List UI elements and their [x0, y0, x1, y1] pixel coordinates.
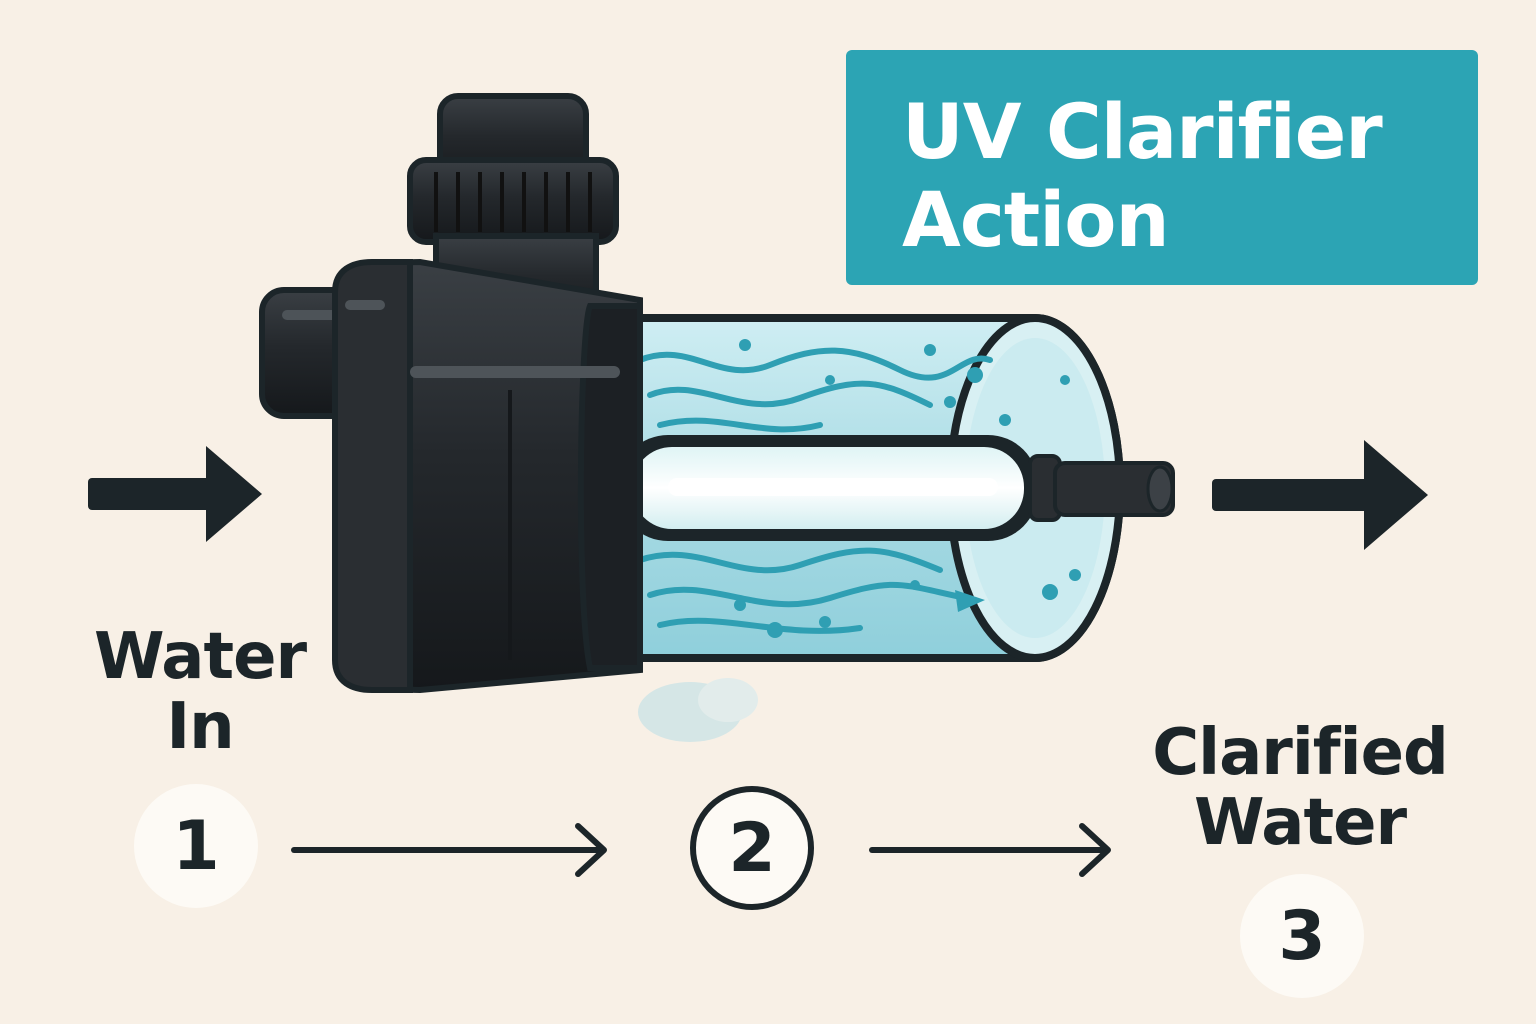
- title-banner: UV Clarifier Action: [846, 50, 1478, 285]
- water-in-label-line-1: Water: [93, 620, 307, 694]
- step-3-badge: 3: [1240, 874, 1364, 998]
- step-2-badge: 2: [690, 786, 814, 910]
- water-splash-icon: [638, 678, 758, 742]
- inlet-arrow-icon: [88, 446, 262, 542]
- flow-arrow-icon: [291, 823, 1111, 877]
- clarified-water-label-line-1: Clarified: [1152, 716, 1449, 790]
- clarified-water-label: Clarified Water: [1130, 718, 1470, 858]
- water-in-label-line-2: In: [166, 690, 234, 764]
- uv-lamp-icon: [618, 435, 1175, 541]
- title-line-2: Action: [902, 175, 1170, 264]
- water-flow-waves: [637, 347, 993, 634]
- pump-housing-icon: [259, 93, 643, 694]
- clarified-water-label-line-2: Water: [1193, 786, 1407, 860]
- title-line-1: UV Clarifier: [902, 87, 1383, 176]
- step-1-badge: 1: [134, 784, 258, 908]
- outlet-arrow-icon: [1212, 440, 1428, 550]
- water-in-label: Water In: [80, 622, 320, 762]
